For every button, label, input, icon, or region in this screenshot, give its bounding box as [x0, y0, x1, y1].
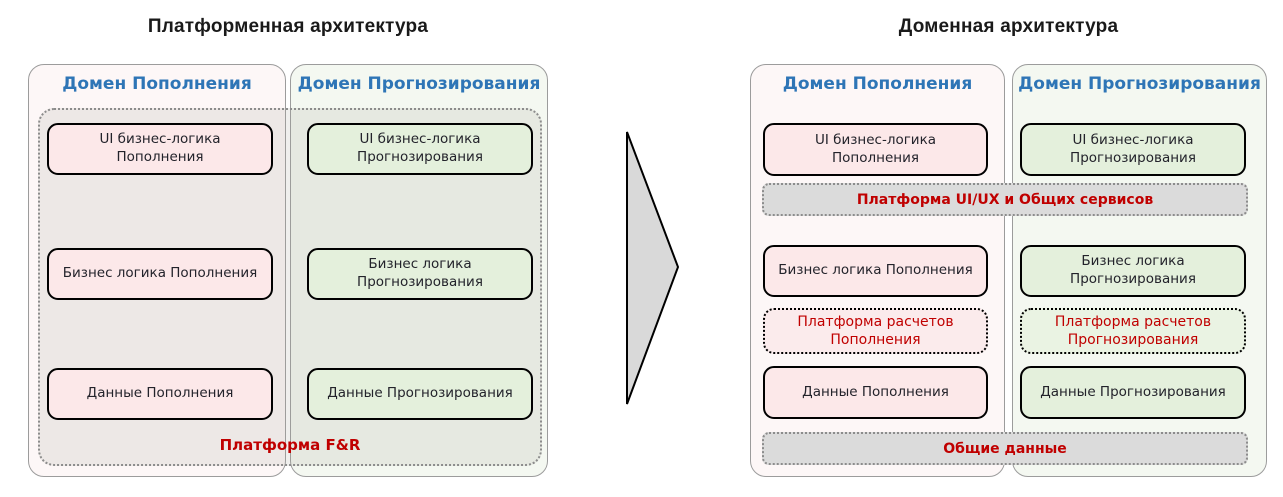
band-common-data: Общие данные [762, 432, 1248, 465]
left-box-data-popolneniya: Данные Пополнения [47, 368, 273, 420]
left-domain-popolneniya-header: Домен Пополнения [62, 74, 252, 94]
left-box-business-logic-popolneniya: Бизнес логика Пополнения [47, 248, 273, 300]
platform-fr-label: Платформа F&R [219, 436, 361, 454]
left-box-ui-logic-popolneniya: UI бизнес-логика Пополнения [47, 123, 273, 175]
right-box-ui-logic-popolneniya: UI бизнес-логика Пополнения [763, 123, 988, 176]
right-box-business-logic-prognozirovaniya: Бизнес логика Прогнозирования [1020, 245, 1246, 297]
right-box-data-prognozirovaniya: Данные Прогнозирования [1020, 366, 1246, 419]
transformation-arrow-icon [626, 131, 680, 405]
left-box-data-prognozirovaniya: Данные Прогнозирования [307, 368, 533, 420]
band-platform-uiux-shared-services: Платформа UI/UX и Общих сервисов [762, 183, 1248, 216]
left-box-business-logic-prognozirovaniya: Бизнес логика Прогнозирования [307, 248, 533, 300]
left-box-ui-logic-prognozirovaniya: UI бизнес-логика Прогнозирования [307, 123, 533, 175]
right-box-ui-logic-prognozirovaniya: UI бизнес-логика Прогнозирования [1020, 123, 1246, 176]
right-domain-prognozirovaniya-header: Домен Прогнозирования [1018, 74, 1261, 94]
right-box-data-popolneniya: Данные Пополнения [763, 366, 988, 419]
right-box-business-logic-popolneniya: Бизнес логика Пополнения [763, 245, 988, 297]
domain-architecture-title: Доменная архитектура [898, 16, 1119, 37]
right-box-platform-raschetov-prognozirovaniya: Платформа расчетов Прогнозирования [1020, 308, 1246, 354]
right-box-platform-raschetov-popolneniya: Платформа расчетов Пополнения [763, 308, 988, 354]
platform-architecture-title: Платформенная архитектура [147, 16, 429, 37]
left-domain-prognozirovaniya-header: Домен Прогнозирования [297, 74, 541, 94]
right-domain-popolneniya-header: Домен Пополнения [782, 74, 973, 94]
